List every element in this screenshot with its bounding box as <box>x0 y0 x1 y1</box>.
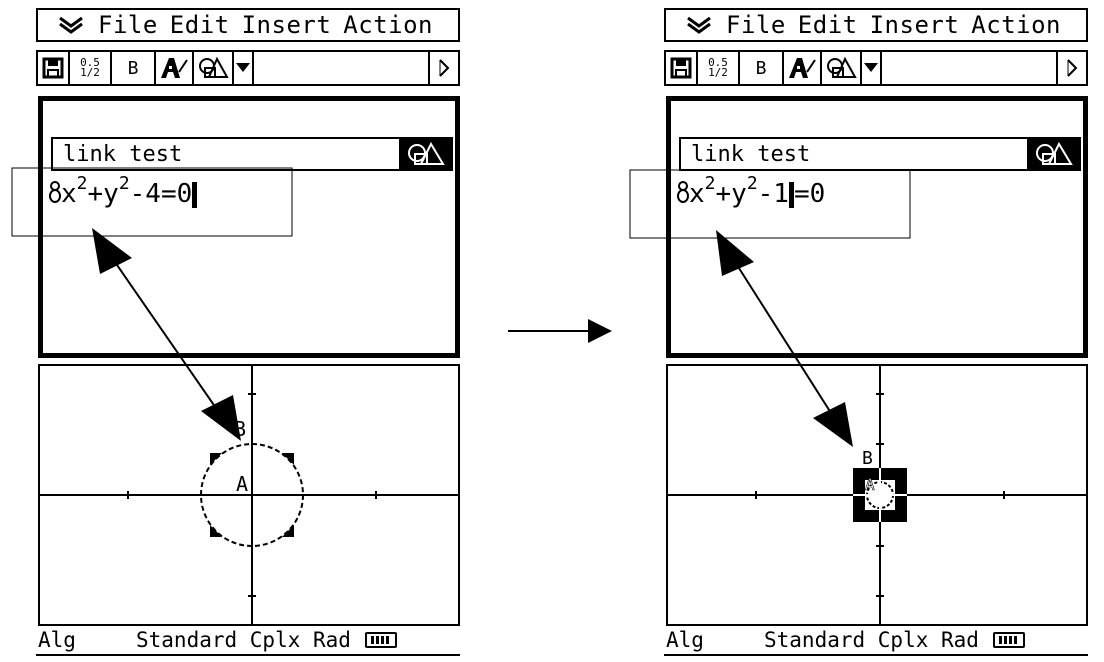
menu-edit[interactable]: Edit <box>797 11 858 39</box>
eq-exp-2: 2 <box>746 173 758 194</box>
save-button[interactable] <box>666 52 698 84</box>
equation-bracket-icon <box>49 181 61 203</box>
classpad-screen-after: File Edit Insert Action 0.5 1/2 B <box>664 8 1092 660</box>
eq-exp-2: 2 <box>118 173 130 194</box>
axis-ticks <box>127 393 377 597</box>
menu-bar: File Edit Insert Action <box>664 8 1088 42</box>
menu-bar: File Edit Insert Action <box>36 8 460 42</box>
menu-insert[interactable]: Insert <box>869 11 960 39</box>
link-strip-title: link test <box>63 142 183 167</box>
status-alg[interactable]: Alg <box>666 628 704 652</box>
eq-part-rest: -4=0 <box>129 179 193 209</box>
frac-top-label: 0.5 <box>708 56 728 69</box>
point-label-a: A <box>236 472 248 496</box>
link-strip-geometry-icon[interactable] <box>1027 139 1079 169</box>
eq-part-y: +y <box>715 179 747 209</box>
status-bar: Alg Standard Cplx Rad <box>664 626 1088 656</box>
frac-bottom-label: 1/2 <box>708 66 728 79</box>
font-style-button[interactable] <box>784 52 822 84</box>
equation-bracket-icon <box>677 181 689 203</box>
geometry-link-icon <box>199 56 229 78</box>
circle-equation[interactable]: x2+y2-1=0 <box>677 173 826 209</box>
frac-bottom-label: 1/2 <box>80 66 100 79</box>
dropdown-button[interactable] <box>234 52 254 84</box>
save-icon <box>42 57 64 79</box>
scroll-right-icon <box>1067 59 1078 77</box>
classpad-screen-before: File Edit Insert Action 0.5 1/2 B <box>36 8 464 660</box>
bold-button[interactable]: B <box>112 52 156 84</box>
battery-icon <box>992 632 1025 648</box>
eq-part-y: +y <box>87 179 119 209</box>
axis-ticks <box>755 393 1005 597</box>
geometry-graph-window[interactable]: B A <box>38 364 460 626</box>
dropdown-arrow-icon <box>236 63 250 72</box>
menu-chevron-icon[interactable] <box>58 15 84 35</box>
eq-exp-1: 2 <box>76 173 88 194</box>
text-cursor <box>192 181 198 208</box>
menu-action[interactable]: Action <box>971 11 1061 39</box>
geometry-link-icon <box>827 56 857 78</box>
save-button[interactable] <box>38 52 70 84</box>
fraction-decimal-button[interactable]: 0.5 1/2 <box>70 52 112 84</box>
geometry-link-strip[interactable]: link test <box>51 137 453 171</box>
menu-file[interactable]: File <box>98 11 158 39</box>
eq-part-rest: -1 <box>757 179 789 209</box>
toolbar: 0.5 1/2 B <box>36 50 460 86</box>
font-style-icon <box>161 58 188 78</box>
menu-action[interactable]: Action <box>343 11 433 39</box>
eactivity-edit-area[interactable]: link test x2+y2-1=0 <box>666 96 1088 358</box>
eactivity-edit-area[interactable]: link test x2+y2-4=0 <box>38 96 460 358</box>
fraction-decimal-button[interactable]: 0.5 1/2 <box>698 52 740 84</box>
dropdown-arrow-icon <box>864 63 878 72</box>
scroll-right-icon <box>439 59 450 77</box>
geometry-link-button[interactable] <box>822 52 862 84</box>
transition-arrow-icon <box>508 319 612 343</box>
toolbar: 0.5 1/2 B <box>664 50 1088 86</box>
frac-top-label: 0.5 <box>80 56 100 69</box>
status-mode[interactable]: Standard Cplx Rad <box>136 628 351 652</box>
status-alg[interactable]: Alg <box>38 628 76 652</box>
toolbar-empty-space <box>254 52 430 84</box>
selection-handles <box>210 453 294 537</box>
menu-file[interactable]: File <box>726 11 786 39</box>
save-icon <box>670 57 692 79</box>
font-style-button[interactable] <box>156 52 194 84</box>
toolbar-scroll-right-button[interactable] <box>1058 52 1086 84</box>
eq-part-x: x <box>61 179 77 209</box>
link-strip-geometry-icon[interactable] <box>399 139 451 169</box>
bold-button[interactable]: B <box>740 52 784 84</box>
battery-icon <box>364 632 397 648</box>
circle-equation[interactable]: x2+y2-4=0 <box>49 173 198 209</box>
toolbar-scroll-right-button[interactable] <box>430 52 458 84</box>
menu-insert[interactable]: Insert <box>241 11 332 39</box>
geometry-link-button[interactable] <box>194 52 234 84</box>
point-label-b: B <box>234 417 246 441</box>
link-strip-title: link test <box>691 142 811 167</box>
font-style-icon <box>789 58 816 78</box>
point-label-a: A <box>865 475 875 494</box>
circle-curve <box>200 443 304 547</box>
geometry-link-strip[interactable]: link test <box>679 137 1081 171</box>
toolbar-empty-space <box>882 52 1058 84</box>
graph-canvas: B A <box>668 366 1086 624</box>
status-bar: Alg Standard Cplx Rad <box>36 626 460 656</box>
eq-part-end: =0 <box>793 179 826 209</box>
dropdown-button[interactable] <box>862 52 882 84</box>
status-mode[interactable]: Standard Cplx Rad <box>764 628 979 652</box>
eq-part-x: x <box>689 179 705 209</box>
graph-canvas: B A <box>40 366 458 624</box>
point-label-b: B <box>862 448 873 469</box>
geometry-graph-window[interactable]: B A <box>666 364 1088 626</box>
eq-exp-1: 2 <box>704 173 716 194</box>
menu-chevron-icon[interactable] <box>686 15 712 35</box>
menu-edit[interactable]: Edit <box>169 11 230 39</box>
